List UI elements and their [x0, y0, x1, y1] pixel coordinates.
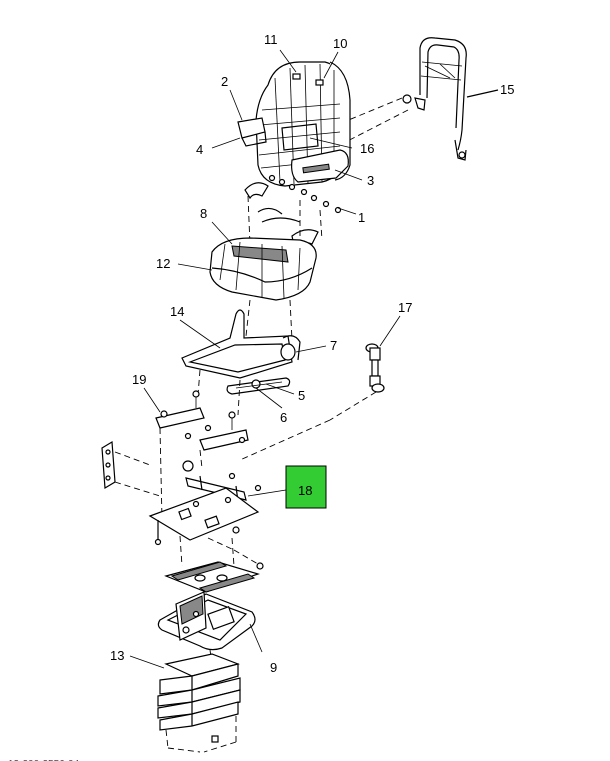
callout-16[interactable]: 16: [360, 141, 374, 156]
callout-2[interactable]: 2: [221, 74, 228, 89]
callout-10[interactable]: 10: [333, 36, 347, 51]
slide-rails: [164, 561, 260, 593]
part-15-back-frame: [402, 37, 499, 161]
callout-5[interactable]: 5: [298, 388, 305, 403]
callout-3[interactable]: 3: [367, 173, 374, 188]
callout-14[interactable]: 14: [170, 304, 184, 319]
callout-7[interactable]: 7: [330, 338, 337, 353]
callout-8[interactable]: 8: [200, 206, 207, 221]
callout-15[interactable]: 15: [500, 82, 514, 97]
base-plate: [148, 487, 264, 570]
part-19-brackets: [155, 390, 249, 451]
callout-4[interactable]: 4: [196, 142, 203, 157]
callout-13[interactable]: 13: [110, 648, 124, 663]
part-9-suspension: [157, 591, 256, 651]
part-17-shock-absorber: [365, 343, 385, 393]
callout-9[interactable]: 9: [270, 660, 277, 675]
callout-19[interactable]: 19: [132, 372, 146, 387]
callout-17[interactable]: 17: [398, 300, 412, 315]
callout-18-highlight[interactable]: [285, 465, 327, 509]
callout-6[interactable]: 6: [280, 410, 287, 425]
callout-18[interactable]: 18: [298, 483, 312, 498]
part-12-seat-cushion: [209, 237, 317, 301]
leader-lines: [129, 49, 401, 669]
part-1-hardware: [244, 174, 342, 248]
callout-12[interactable]: 12: [156, 256, 170, 271]
callout-1[interactable]: 1: [358, 210, 365, 225]
seat-back: [237, 61, 351, 187]
footer-drawing-number: 13-200-2556-04: [8, 759, 80, 761]
part-14-seat-pan: [181, 309, 301, 395]
side-bracket-left: [101, 440, 116, 490]
callout-11[interactable]: 11: [264, 32, 278, 47]
part-13-bellows: [157, 653, 241, 753]
